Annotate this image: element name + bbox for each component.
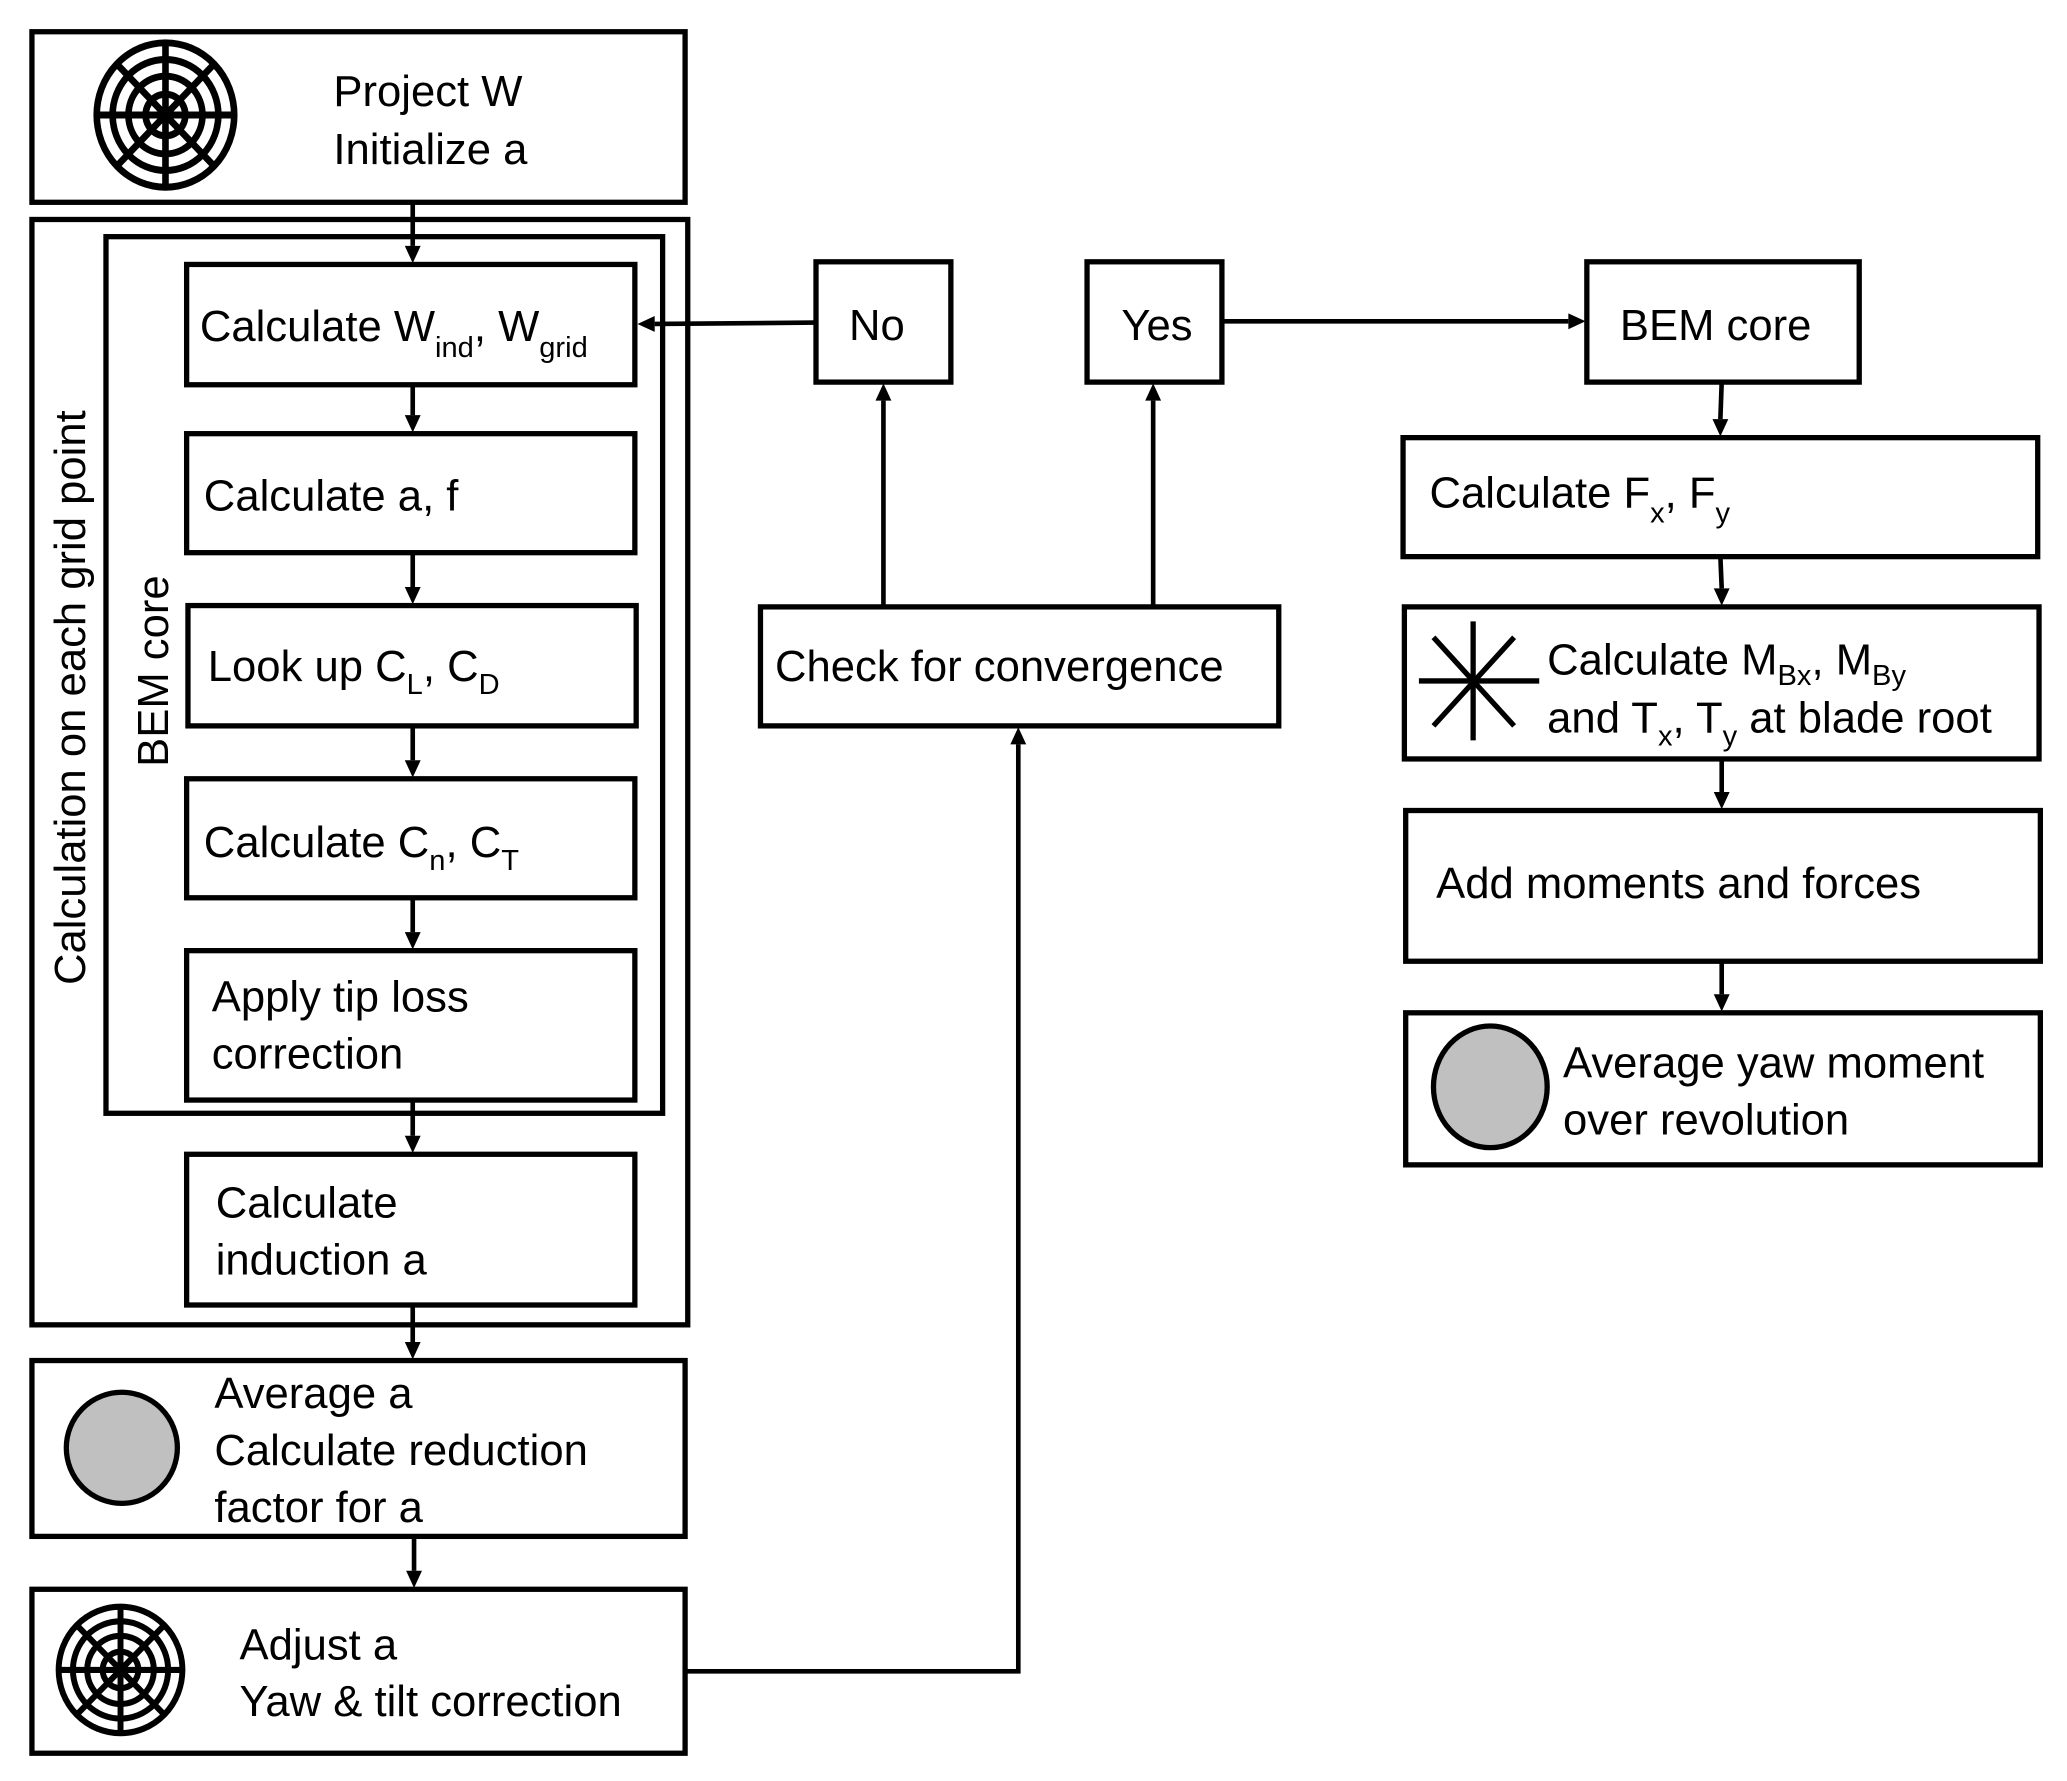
calc-w-sub1: ind: [435, 332, 474, 364]
group-bem-core-label: BEM core: [130, 575, 178, 767]
node-average: Average a Calculate reduction factor for…: [29, 1357, 688, 1540]
calc-f-sub2: y: [1716, 497, 1731, 529]
calc-w-text: Calculate W: [200, 303, 436, 351]
node-adjust: Adjust a Yaw & tilt correction: [29, 1586, 688, 1756]
induction-line1: Calculate: [216, 1180, 398, 1228]
calc-m-sub1: Bx: [1778, 660, 1812, 692]
node-lookup: Look up CL, CD: [185, 602, 639, 729]
calc-w-sep: , W: [474, 303, 540, 351]
node-no: No: [813, 259, 954, 385]
calc-f-text: Calculate F: [1429, 470, 1650, 518]
node-tip-loss: Apply tip loss correction: [183, 948, 638, 1103]
adjust-line2: Yaw & tilt correction: [240, 1678, 622, 1726]
calc-m-l2b: , T: [1673, 694, 1723, 742]
node-induction: Calculate induction a: [183, 1151, 638, 1308]
calc-m-sep: , M: [1811, 636, 1872, 684]
average-line2: Calculate reduction: [214, 1427, 587, 1475]
calc-m-l2s2: y: [1723, 721, 1738, 753]
node-calc-m: Calculate MBx, MBy and Tx, Ty at blade r…: [1401, 604, 2042, 762]
node-add: Add moments and forces: [1403, 807, 2043, 964]
node-bem-core-right: BEM core: [1584, 259, 1862, 385]
average-line1: Average a: [214, 1370, 413, 1418]
svg-text:Calculate Cn, CT: Calculate Cn, CT: [204, 819, 519, 877]
calc-m-l2a: and T: [1547, 694, 1658, 742]
node-project-line2: Initialize a: [333, 126, 528, 174]
group-bem-core-frame: [103, 234, 666, 1116]
asterisk-star-icon: [1418, 621, 1540, 741]
average-line3: factor for a: [214, 1484, 423, 1532]
node-project: Project W Initialize a: [29, 29, 688, 205]
svg-text:Look up CL, CD: Look up CL, CD: [208, 643, 500, 701]
lookup-sub1: L: [407, 669, 423, 701]
svg-text:Calculate Wind, Wgrid: Calculate Wind, Wgrid: [200, 303, 588, 364]
group-grid-point-label: Calculation on each grid point: [47, 410, 95, 985]
svg-text:Calculate MBx, MBy: Calculate MBx, MBy: [1547, 636, 1906, 692]
calc-af-text: Calculate a, f: [204, 472, 459, 520]
node-avg-yaw: Average yaw moment over revolution: [1403, 1010, 2043, 1168]
adjust-line1: Adjust a: [240, 1621, 398, 1669]
calc-f-sub1: x: [1650, 497, 1665, 529]
tip-loss-line1: Apply tip loss: [212, 973, 469, 1021]
induction-line2: induction a: [216, 1237, 428, 1285]
calc-w-sub2: grid: [539, 332, 588, 364]
connectors: [404, 202, 1730, 1674]
avg-yaw-line1: Average yaw moment: [1563, 1040, 1984, 1088]
node-calc-w: Calculate Wind, Wgrid: [183, 261, 638, 388]
node-calc-cn: Calculate Cn, CT: [183, 776, 638, 901]
calc-cn-sep: , C: [445, 819, 501, 867]
lookup-sub2: D: [479, 669, 500, 701]
svg-text:and Tx, Ty at blade root: and Tx, Ty at blade root: [1547, 694, 1992, 752]
lookup-sep: , C: [423, 643, 479, 691]
calc-m-text: Calculate M: [1547, 636, 1777, 684]
gray-circle-icon: [1430, 1023, 1550, 1151]
node-convergence: Check for convergence: [757, 604, 1282, 729]
tip-loss-line2: correction: [212, 1030, 404, 1078]
calc-m-l2s1: x: [1658, 721, 1673, 753]
node-calc-f: Calculate Fx, Fy: [1400, 435, 2041, 560]
calc-cn-sub1: n: [429, 845, 445, 877]
bem-core-right-text: BEM core: [1620, 302, 1812, 350]
calc-f-sep: , F: [1665, 470, 1716, 518]
calc-m-l2c: at blade root: [1737, 694, 1992, 742]
rotor-grid-icon: [94, 40, 237, 190]
svg-text:Calculate Fx, Fy: Calculate Fx, Fy: [1429, 470, 1730, 530]
lookup-text: Look up C: [208, 643, 407, 691]
calc-cn-sub2: T: [501, 845, 519, 877]
calc-cn-text: Calculate C: [204, 819, 430, 867]
add-text: Add moments and forces: [1436, 860, 1921, 908]
no-text: No: [849, 302, 905, 350]
convergence-text: Check for convergence: [775, 643, 1224, 691]
group-grid-point-frame: [29, 216, 691, 1328]
rotor-grid-icon: [56, 1604, 185, 1735]
node-calc-af: Calculate a, f: [183, 431, 638, 556]
node-project-line1: Project W: [333, 68, 523, 116]
gray-circle-icon: [63, 1389, 181, 1506]
avg-yaw-line2: over revolution: [1563, 1096, 1849, 1144]
node-yes: Yes: [1084, 259, 1225, 385]
calc-m-sub2: By: [1872, 660, 1906, 692]
yes-text: Yes: [1121, 302, 1192, 350]
